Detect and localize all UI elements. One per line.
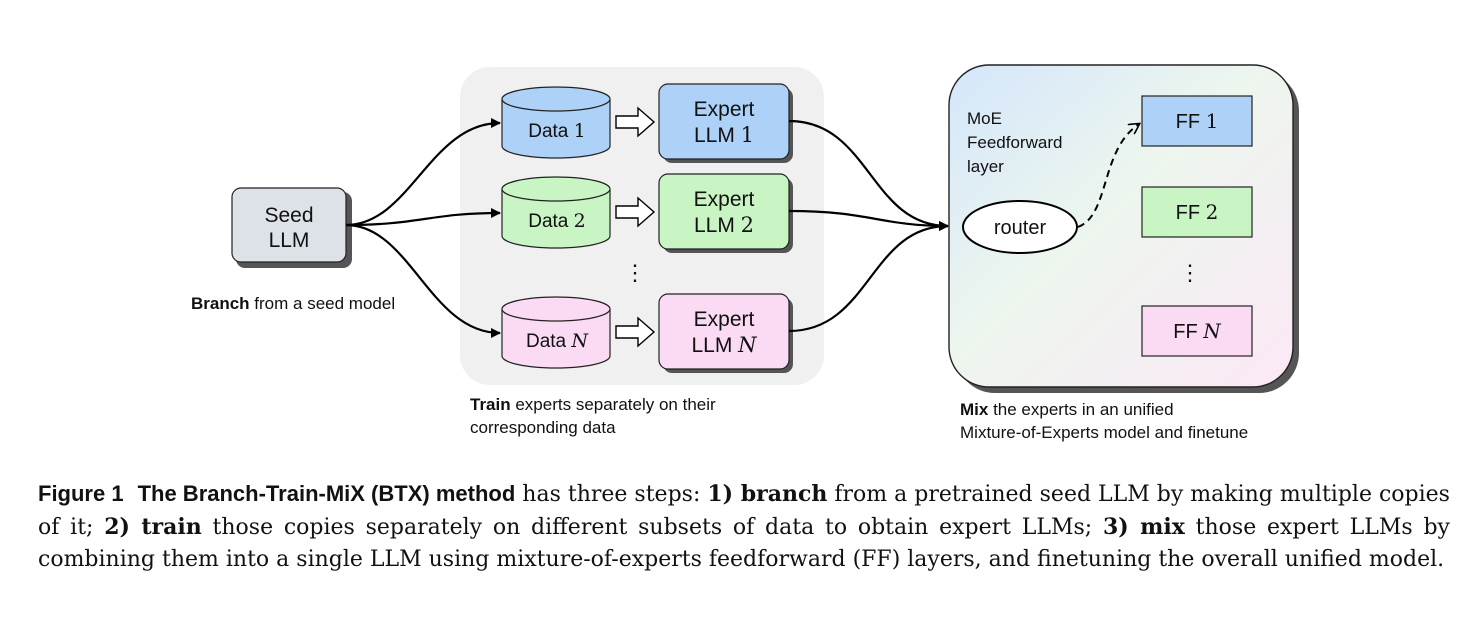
svg-text:LLM 1: LLM 1 <box>694 123 754 147</box>
mix-caption-line2: Mixture-of-Experts model and finetune <box>960 423 1248 442</box>
mix-arrow-1 <box>788 119 949 231</box>
mix-arrow-2 <box>788 209 949 231</box>
svg-text:Data 1: Data 1 <box>528 120 586 142</box>
branch-arrow-1 <box>345 118 501 227</box>
branch-arrow-n <box>345 223 501 338</box>
router-node: router <box>962 200 1078 254</box>
experts-ellipsis: ⋮ <box>624 261 646 286</box>
ff-box-1: FF 1 <box>1141 95 1253 147</box>
seed-llm-box: Seed LLM <box>231 187 352 268</box>
moe-label-3: layer <box>967 157 1004 176</box>
svg-text:FF 2: FF 2 <box>1176 200 1219 224</box>
expert-llm-1: Expert LLM 1 <box>658 83 793 163</box>
ff-box-n: FF N <box>1141 305 1253 357</box>
expert-llm-2: Expert LLM 2 <box>658 173 793 253</box>
ff-ellipsis: ⋮ <box>1179 261 1201 286</box>
expert-llm-n: Expert LLM N <box>658 293 793 373</box>
router-label: router <box>994 217 1047 239</box>
data-cylinder-1: Data 1 <box>501 86 611 159</box>
svg-text:Data N: Data N <box>526 330 589 352</box>
svg-text:LLM 2: LLM 2 <box>694 213 754 237</box>
figure-caption: Figure 1 The Branch-Train-MiX (BTX) meth… <box>38 481 1450 572</box>
mix-arrow-n <box>788 221 949 333</box>
train-caption-line2: corresponding data <box>470 418 616 437</box>
svg-text:Data 2: Data 2 <box>528 210 586 232</box>
svg-text:FF N: FF N <box>1173 319 1222 343</box>
svg-text:Expert: Expert <box>694 98 755 121</box>
data-cylinder-n: Data N <box>501 296 611 369</box>
svg-text:Expert: Expert <box>694 308 755 331</box>
branch-caption: Branch from a seed model <box>191 294 395 313</box>
train-arrow-1 <box>615 106 656 138</box>
data-cylinder-2: Data 2 <box>501 176 611 249</box>
moe-label-1: MoE <box>967 109 1002 128</box>
figure-label: Figure 1 <box>38 481 124 506</box>
svg-text:LLM N: LLM N <box>691 333 757 357</box>
ff-box-2: FF 2 <box>1141 186 1253 238</box>
branch-arrow-2 <box>345 208 501 227</box>
figure-title: The Branch-Train-MiX (BTX) method <box>137 481 516 506</box>
seed-label-2: LLM <box>269 229 310 252</box>
seed-label-1: Seed <box>264 204 313 227</box>
train-arrow-2 <box>615 196 656 228</box>
svg-text:Expert: Expert <box>694 188 755 211</box>
svg-text:FF 1: FF 1 <box>1176 109 1219 133</box>
train-caption-line1: Train experts separately on their <box>470 395 716 414</box>
mix-caption-line1: Mix the experts in an unified <box>960 400 1174 419</box>
moe-label-2: Feedforward <box>967 133 1062 152</box>
train-arrow-n <box>615 316 656 348</box>
moe-panel: MoE Feedforward layer router FF 1 FF 2 ⋮… <box>948 64 1299 393</box>
